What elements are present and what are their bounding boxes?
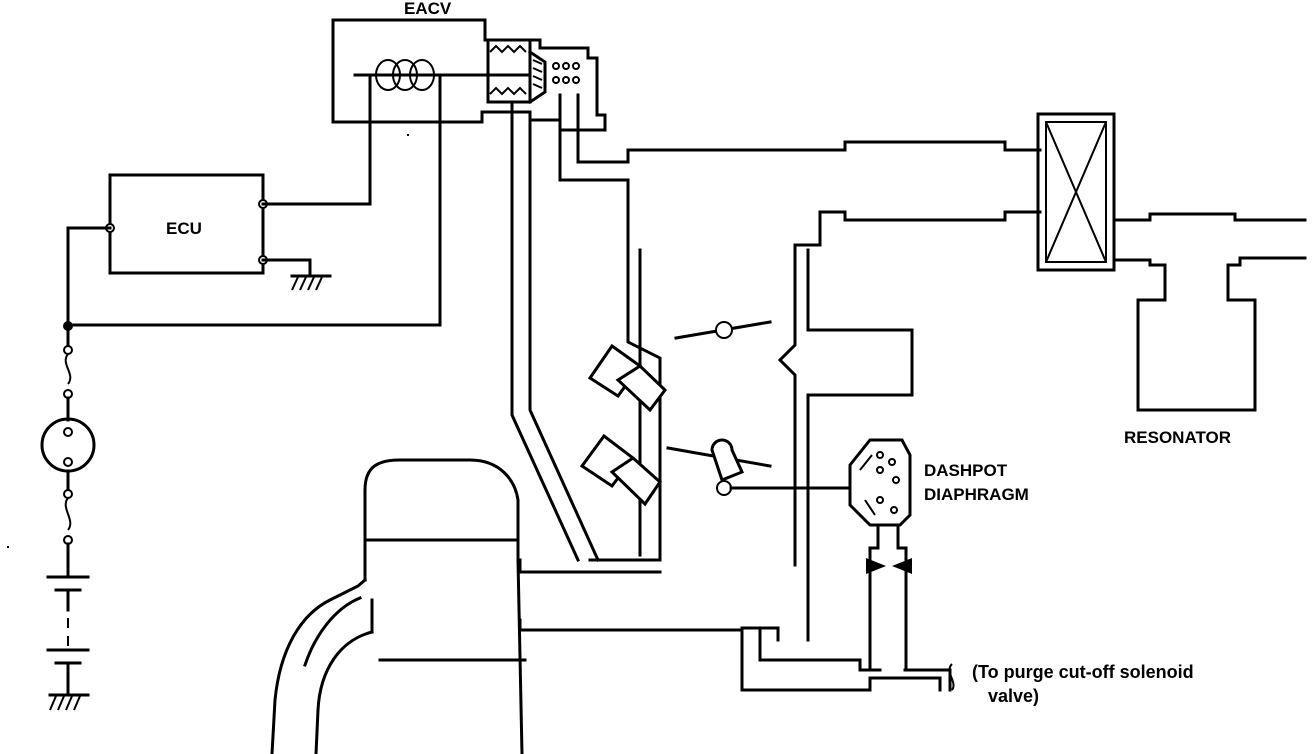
wire-ecu-to-eacv-a (261, 73, 372, 206)
wire-supply (66, 226, 112, 347)
battery-symbol (46, 575, 90, 711)
throttle-body-right (818, 210, 1042, 222)
air-filter (1036, 112, 1116, 272)
ecu-ground-symbol (261, 258, 332, 291)
eacv-label: EACV (404, 0, 452, 18)
intake-manifold-bottom (518, 558, 662, 574)
eacv-passage-b (558, 93, 630, 242)
dashpot-label-line1: DASHPOT (924, 461, 1008, 480)
dashpot-label-line2: DIAPHRAGM (924, 485, 1029, 504)
wire-eacv-return (66, 73, 442, 327)
dashpot-diaphragm (848, 438, 912, 672)
engine-block (270, 458, 527, 754)
ecu-label: ECU (166, 219, 202, 238)
injector-upper (587, 343, 667, 413)
throttle-body-left (588, 238, 662, 562)
resonator-label: RESONATOR (1124, 428, 1232, 447)
eacv-coil (375, 59, 435, 91)
injector-lower (579, 433, 662, 507)
eacv-body (331, 18, 607, 132)
purge-note-line2: valve) (988, 686, 1040, 706)
eacv-passage-a (510, 100, 580, 562)
purge-note-line1: (To purge cut-off solenoid (972, 662, 1194, 682)
